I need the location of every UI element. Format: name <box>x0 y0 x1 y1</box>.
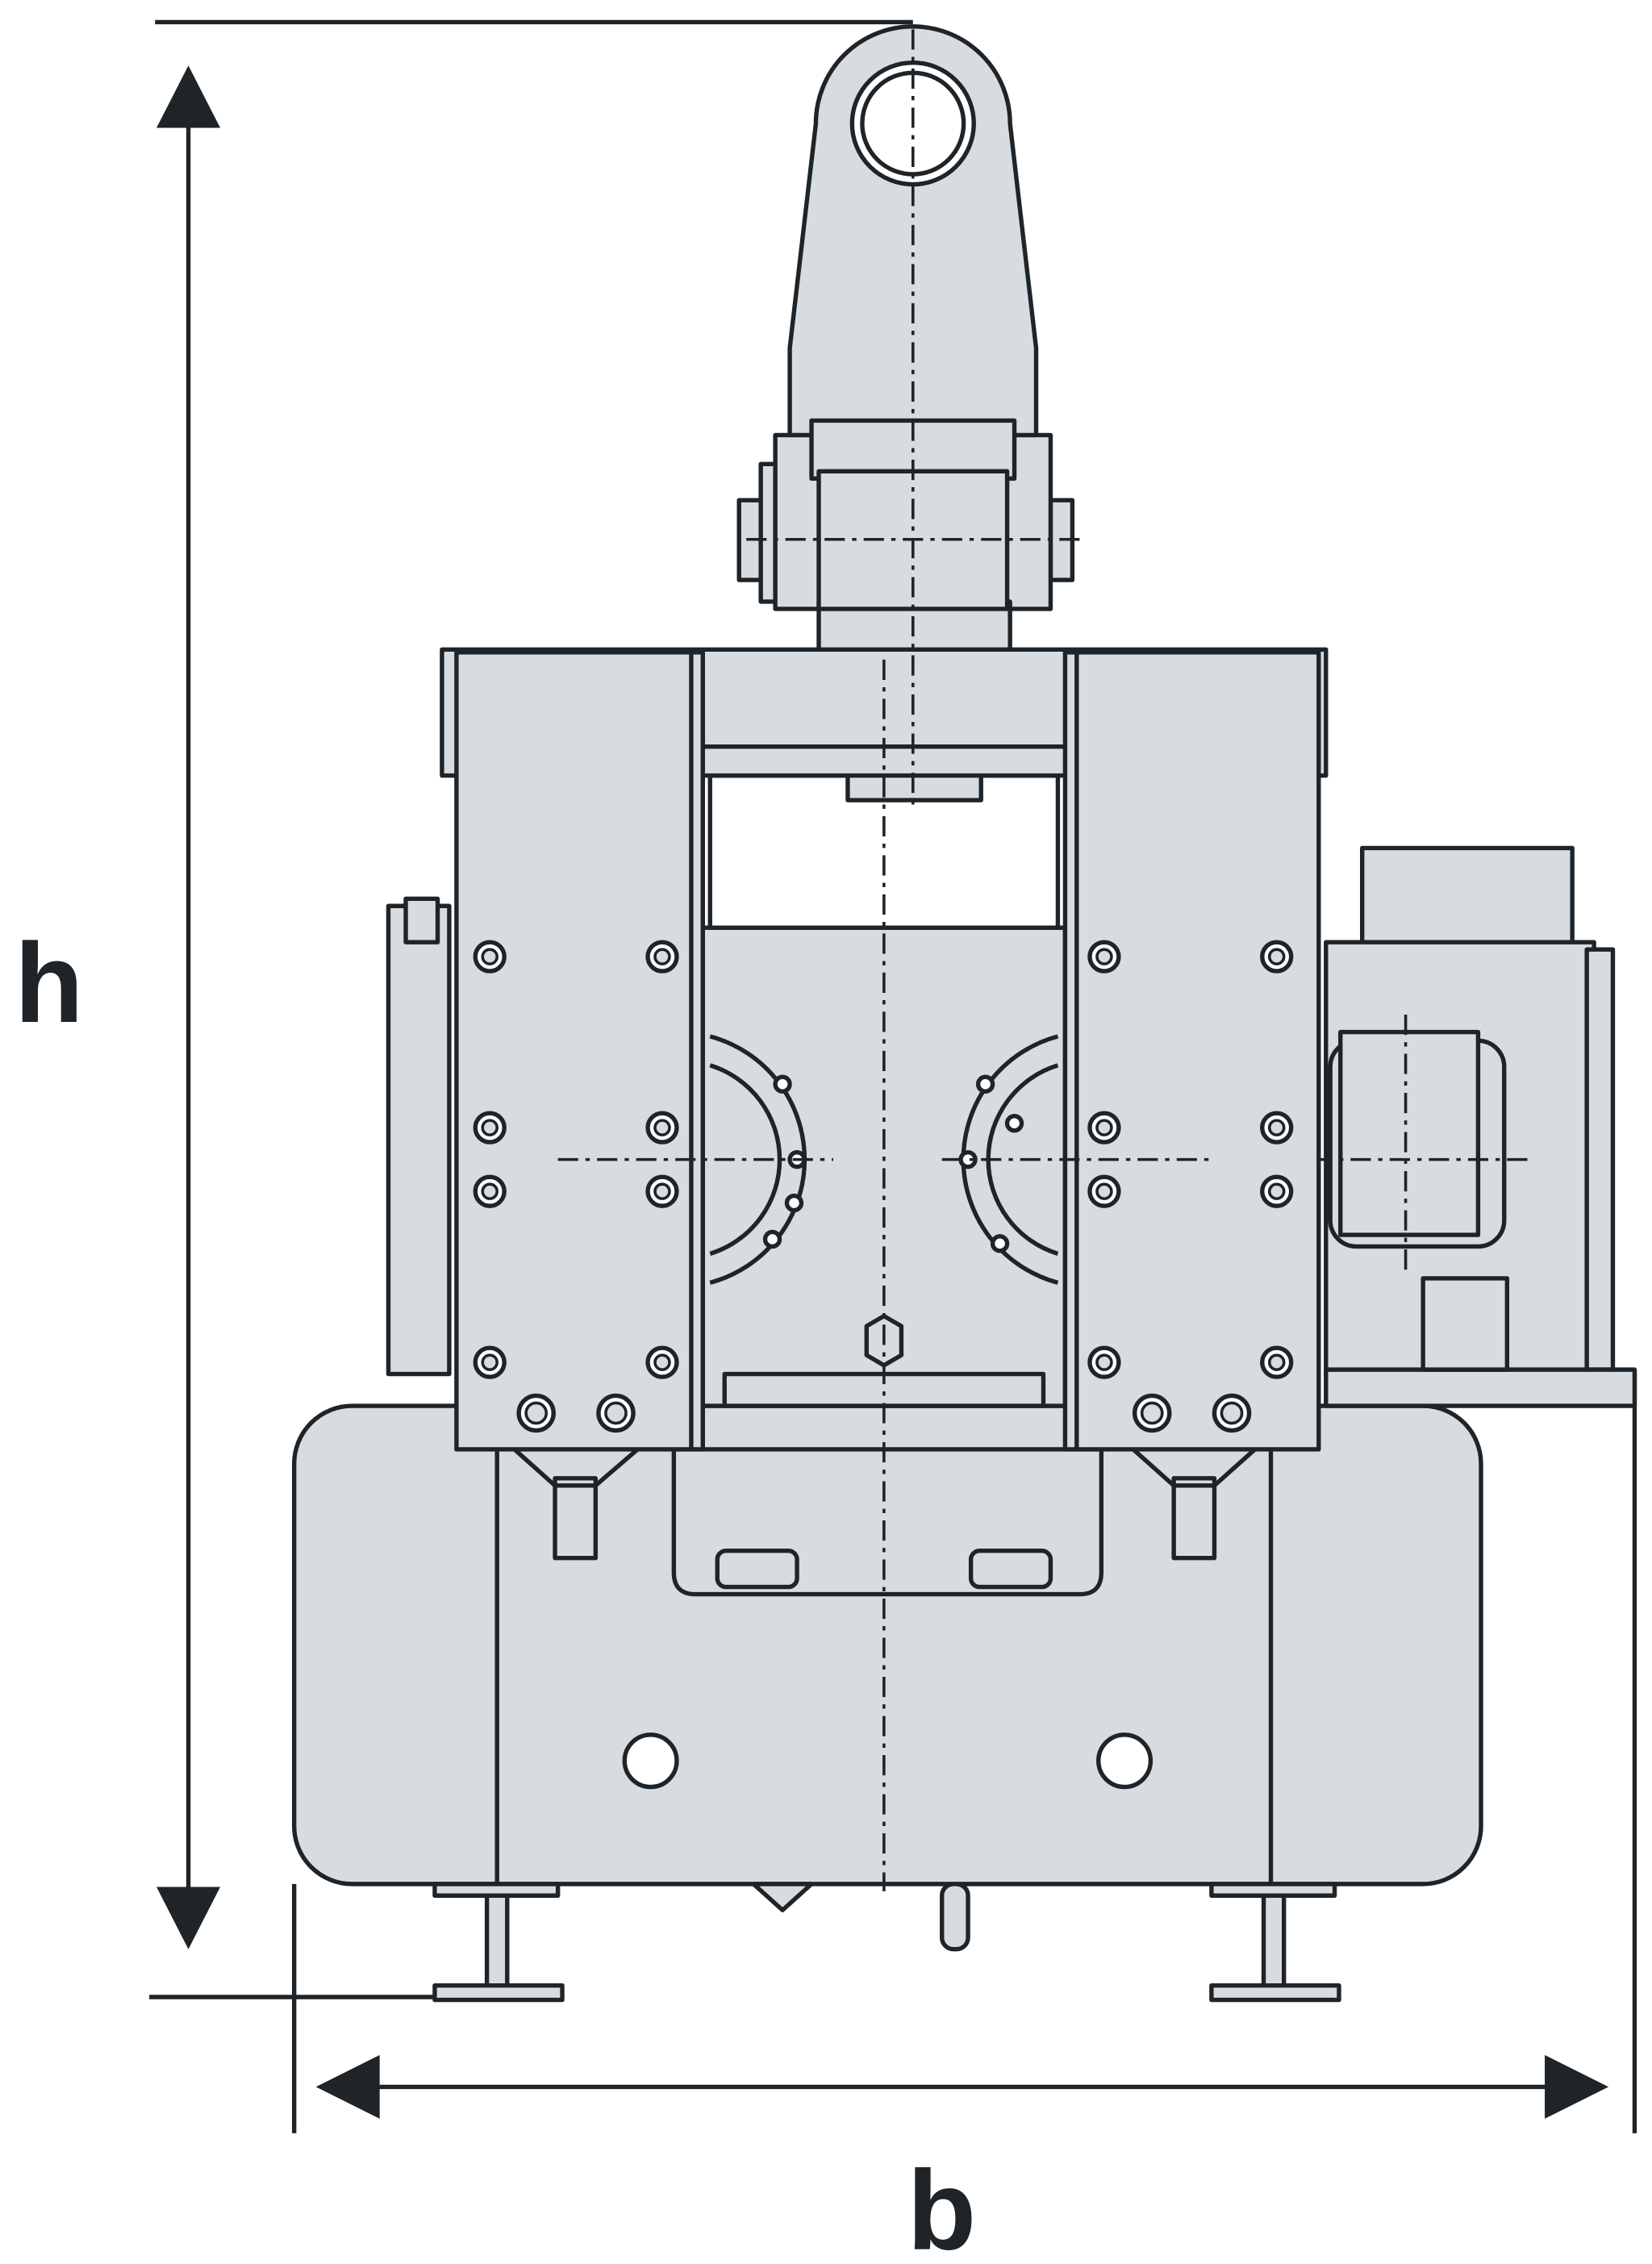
bolt-hole-inner <box>653 1182 671 1200</box>
bolt-hole-inner <box>1095 1119 1113 1136</box>
bolt-hole-inner <box>1267 1353 1286 1371</box>
height-label: h <box>15 919 84 1046</box>
bolt-hole-inner <box>653 1119 671 1136</box>
bolt-hole-inner <box>1095 948 1113 965</box>
bolt-hole-inner <box>1267 1182 1286 1200</box>
rails <box>432 1882 1341 2003</box>
bolt-hole-inner <box>481 1182 499 1200</box>
height-dimension <box>149 19 913 1999</box>
lifting-arm <box>736 24 1080 812</box>
bolt-hole-inner <box>1267 948 1286 965</box>
bolt-hole-inner <box>653 1353 671 1371</box>
bolt-hole <box>762 1229 782 1249</box>
bolt-hole <box>975 1074 995 1094</box>
motor-box <box>1311 845 1637 1408</box>
width-label: b <box>907 2147 977 2264</box>
right-column <box>1062 650 1321 1452</box>
bolt-hole-inner <box>481 1353 499 1371</box>
bolt-hole <box>773 1074 792 1094</box>
hole <box>1096 1732 1153 1790</box>
arrow-right-icon <box>1545 2054 1609 2119</box>
left-column <box>454 650 705 1452</box>
side-box <box>386 903 452 1377</box>
lower-body <box>291 1403 1483 1952</box>
bolt-hole-inner <box>1267 1119 1286 1136</box>
bolt-hole-inner <box>1220 1401 1244 1425</box>
bolt-hole <box>990 1234 1010 1253</box>
bolt-hole-inner <box>604 1401 628 1425</box>
arrow-left-icon <box>315 2054 380 2119</box>
bolt-hole-inner <box>524 1401 549 1425</box>
width-dimension <box>291 1370 1637 2133</box>
bolt-hole <box>1004 1114 1024 1133</box>
arrow-up-icon <box>156 65 221 128</box>
hole <box>622 1732 679 1790</box>
bolt-hole <box>784 1193 804 1213</box>
bolt-hole-inner <box>1140 1401 1164 1425</box>
bolt-holes <box>473 940 1294 1433</box>
bolt-hole-inner <box>481 1119 499 1136</box>
arrow-down-icon <box>156 1887 221 1949</box>
bolt-hole-inner <box>1095 1182 1113 1200</box>
bolt-hole-inner <box>1095 1353 1113 1371</box>
bolt-hole-inner <box>653 948 671 965</box>
bolt-hole-inner <box>481 948 499 965</box>
